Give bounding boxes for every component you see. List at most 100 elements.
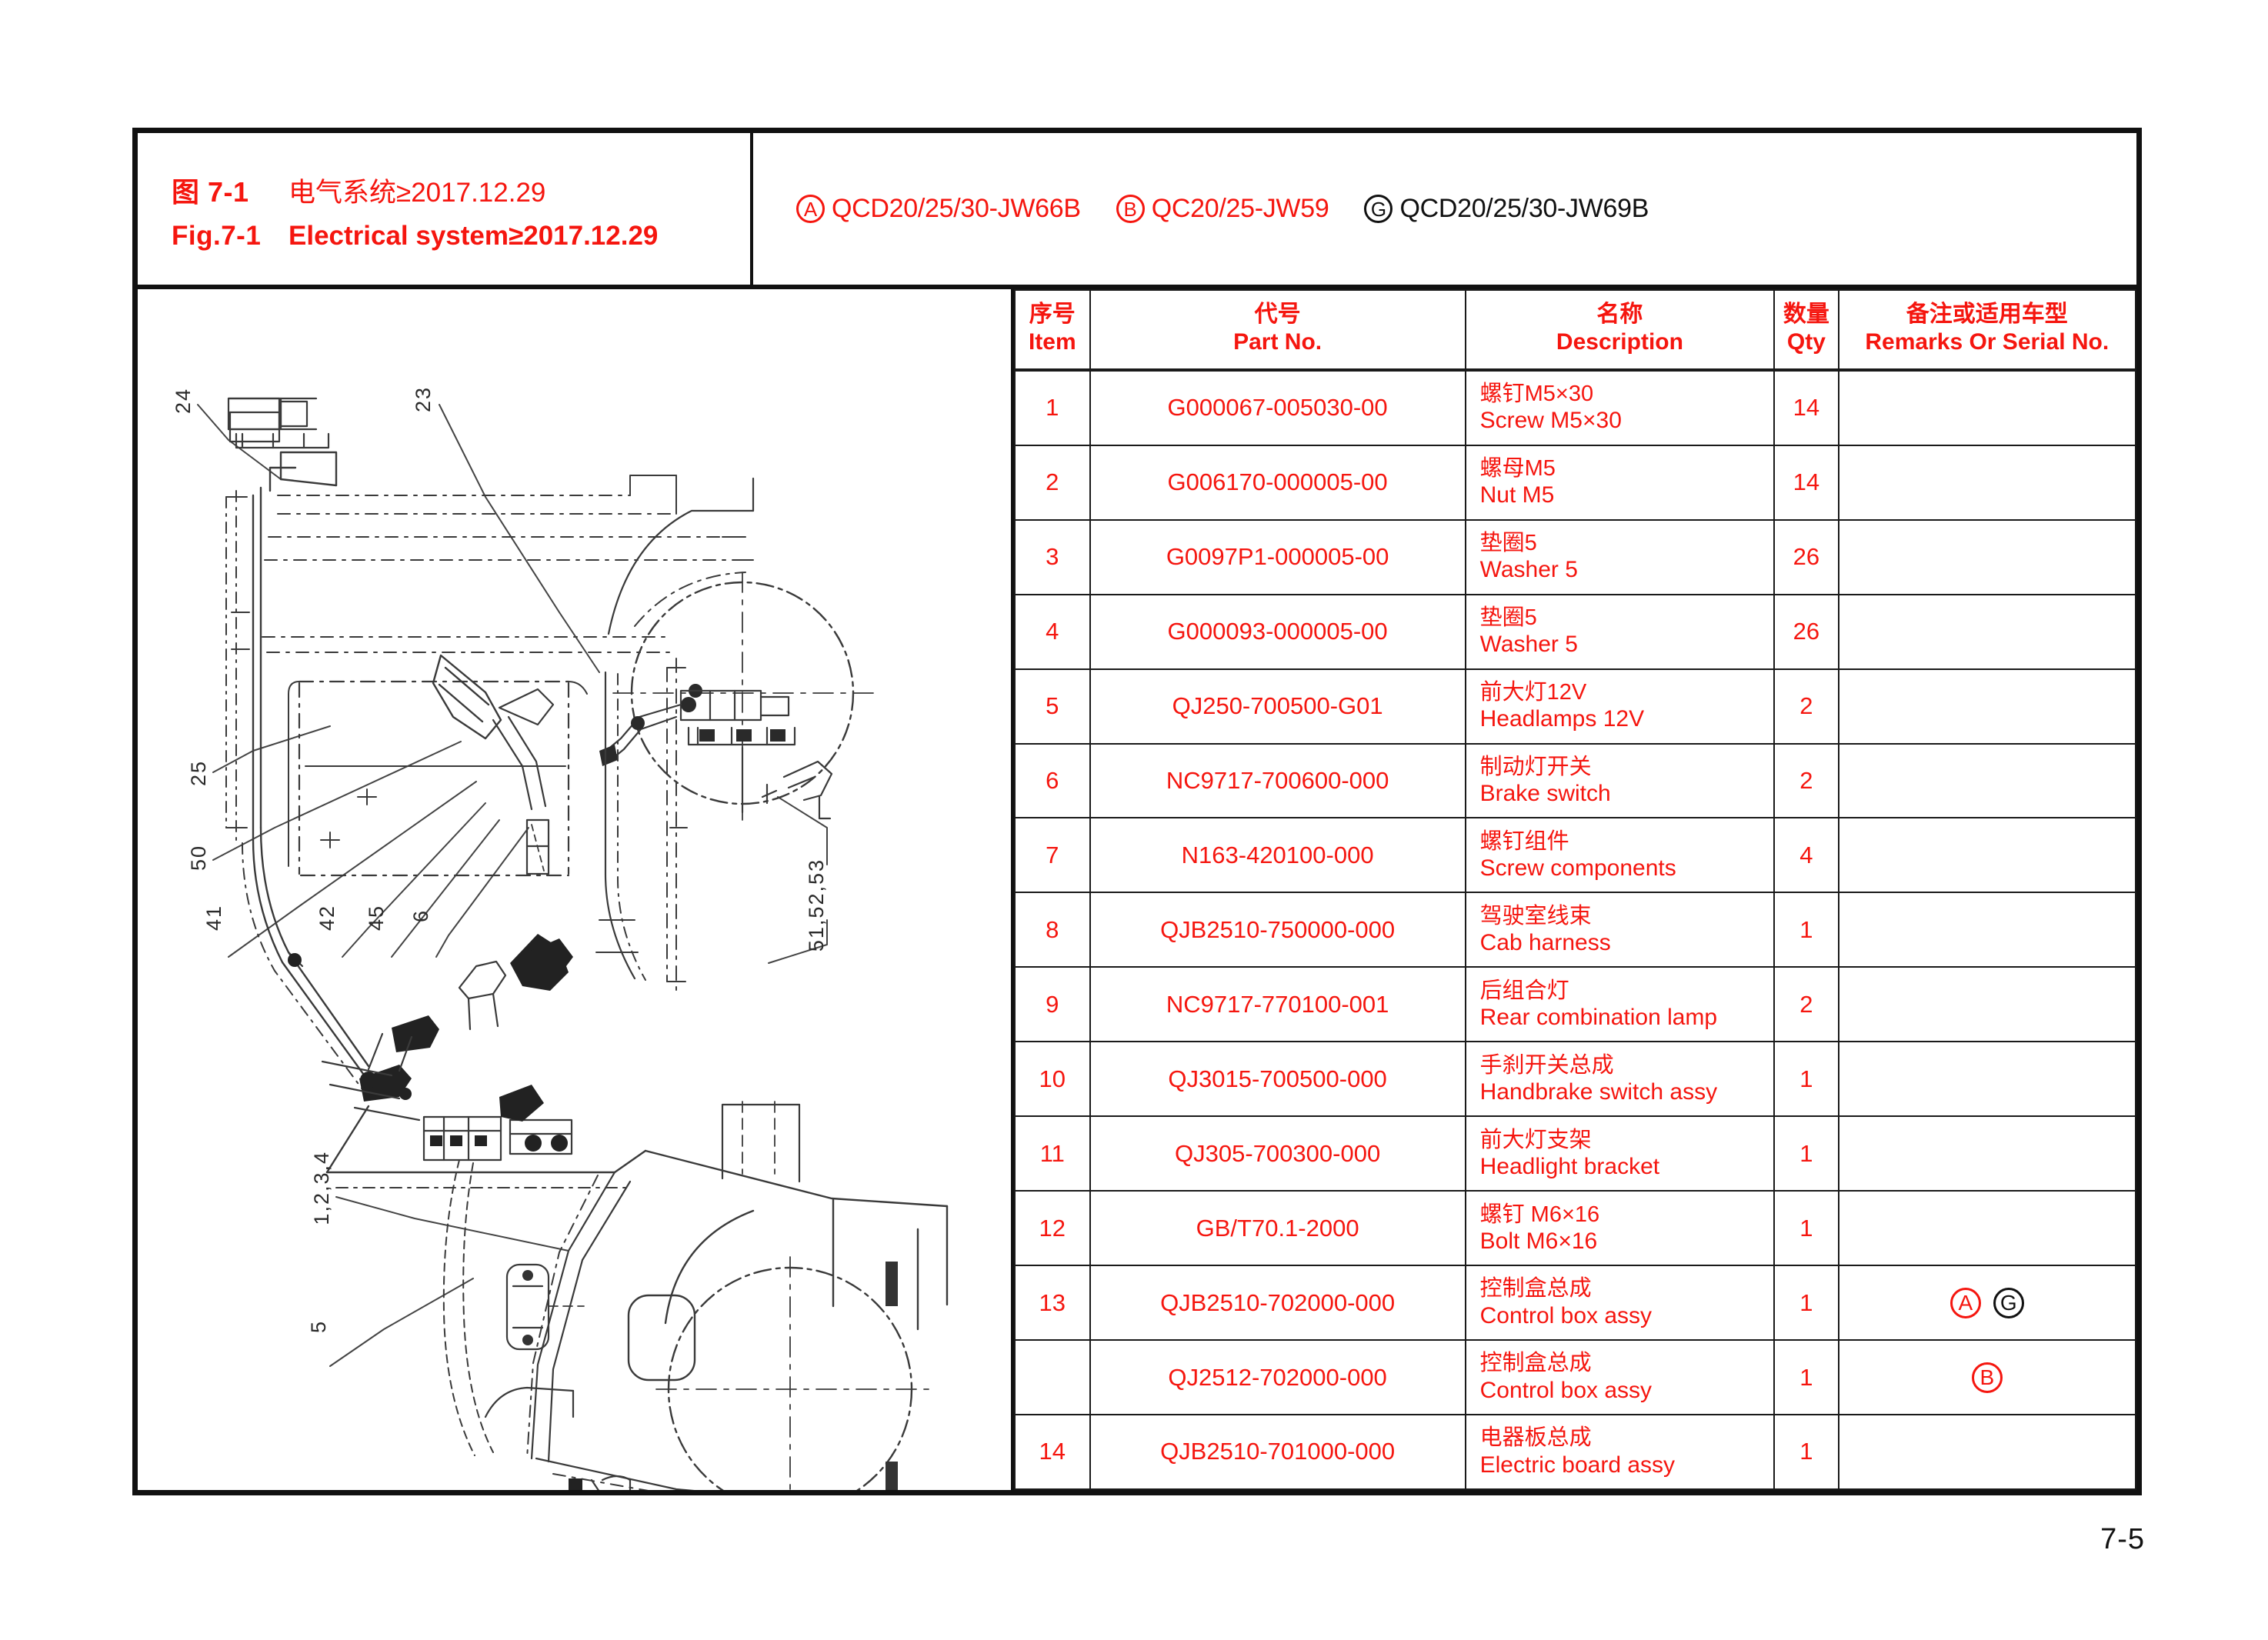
- cell-part-number: G000093-000005-00: [1089, 593, 1466, 670]
- cell-item: [1014, 1339, 1091, 1415]
- column-header-description-en: Description: [1556, 328, 1683, 355]
- description-chinese: 手刹开关总成: [1479, 1052, 1614, 1078]
- cell-item: 8: [1014, 892, 1091, 968]
- description-english: Washer 5: [1479, 557, 1578, 583]
- cell-part-number: N163-420100-000: [1089, 817, 1466, 894]
- description-chinese: 控制盒总成: [1479, 1276, 1592, 1302]
- cell-item: 7: [1014, 817, 1091, 894]
- description-english: Screw M5×30: [1479, 408, 1622, 434]
- description-chinese: 螺钉 M6×16: [1479, 1202, 1600, 1227]
- description-chinese: 前大灯12V: [1479, 679, 1587, 705]
- cell-quantity: 1: [1773, 892, 1839, 968]
- cell-part-number: QJ3015-700500-000: [1089, 1041, 1466, 1118]
- column-header-part-no-cn: 代号: [1254, 302, 1301, 327]
- description-chinese: 驾驶室线束: [1479, 903, 1592, 928]
- description-chinese: 螺钉M5×30: [1479, 382, 1594, 407]
- table-header-row: 序号 Item 代号 Part No. 名称 Description 数量: [1014, 289, 2137, 372]
- cell-quantity: 26: [1773, 518, 1839, 595]
- description-english: Rear combination lamp: [1479, 1004, 1718, 1030]
- figure-title-chinese: 图 7-1 电气系统≥2017.12.29: [172, 170, 750, 210]
- cell-quantity: 1: [1773, 1190, 1839, 1267]
- cell-part-number: G000067-005030-00: [1089, 368, 1466, 446]
- description-english: Headlamps 12V: [1479, 706, 1645, 732]
- cell-item: 10: [1014, 1041, 1091, 1118]
- column-header-qty: 数量 Qty: [1773, 289, 1839, 372]
- description-english: Headlight bracket: [1479, 1153, 1660, 1179]
- cell-part-number: GB/T70.1-2000: [1089, 1190, 1466, 1267]
- variant-code-b: QC20/25-JW59: [1151, 194, 1329, 223]
- cell-quantity: 4: [1773, 817, 1839, 894]
- cell-item: 11: [1014, 1115, 1091, 1192]
- cell-part-number: NC9717-770100-001: [1089, 966, 1466, 1043]
- remarks-marks: [1839, 781, 2135, 782]
- figure-text-english: Electrical system≥2017.12.29: [289, 220, 659, 251]
- cell-quantity: 1: [1773, 1413, 1839, 1491]
- cell-quantity: 1: [1773, 1115, 1839, 1192]
- remarks-marks: [1839, 706, 2135, 707]
- cell-part-number: G0097P1-000005-00: [1089, 518, 1466, 595]
- column-header-item-en: Item: [1028, 328, 1076, 355]
- description-english: Control box assy: [1479, 1302, 1653, 1328]
- cell-item: 13: [1014, 1265, 1091, 1342]
- cell-item: 2: [1014, 444, 1091, 521]
- description-chinese: 前大灯支架: [1479, 1127, 1592, 1152]
- column-header-qty-cn: 数量: [1783, 302, 1829, 327]
- column-header-item: 序号 Item: [1014, 289, 1091, 372]
- title-block: 图 7-1 电气系统≥2017.12.29 Fig.7-1 Electrical…: [138, 133, 2136, 285]
- description-chinese: 后组合灯: [1479, 978, 1569, 1003]
- cell-quantity: 14: [1773, 444, 1839, 521]
- drawing-callout: 23: [412, 386, 435, 413]
- cell-remarks: [1837, 966, 2137, 1043]
- remarks-marks: B: [1839, 1362, 2135, 1393]
- drawing-callout: 24: [172, 388, 195, 415]
- forklift-electrical-drawing: [197, 397, 949, 1490]
- remark-mark-g-icon: G: [1993, 1287, 2024, 1318]
- cell-remarks: [1837, 1115, 2137, 1192]
- cell-part-number: QJ2512-702000-000: [1089, 1339, 1466, 1415]
- description-english: Cab harness: [1479, 929, 1611, 955]
- cell-quantity: 2: [1773, 966, 1839, 1043]
- remarks-marks: [1839, 929, 2135, 930]
- drawing-callout: 51,52,53: [805, 858, 828, 952]
- drawing-callout: 42: [315, 905, 339, 932]
- column-header-part-no: 代号 Part No.: [1089, 289, 1466, 372]
- description-chinese: 螺钉组件: [1479, 828, 1569, 854]
- remarks-marks: [1839, 1078, 2135, 1079]
- column-header-remarks-en: Remarks Or Serial No.: [1865, 328, 2110, 355]
- cell-item: 3: [1014, 518, 1091, 595]
- variant-mark-g-icon: G: [1364, 195, 1393, 223]
- cell-remarks: [1837, 368, 2137, 446]
- cell-quantity: 2: [1773, 742, 1839, 819]
- remarks-marks: [1839, 1153, 2135, 1154]
- cell-item: 14: [1014, 1413, 1091, 1491]
- description-chinese: 控制盒总成: [1479, 1351, 1592, 1376]
- cell-remarks: [1837, 817, 2137, 894]
- remark-mark-b-icon: B: [1971, 1362, 2003, 1393]
- cell-remarks: [1837, 593, 2137, 670]
- cell-item: 9: [1014, 966, 1091, 1043]
